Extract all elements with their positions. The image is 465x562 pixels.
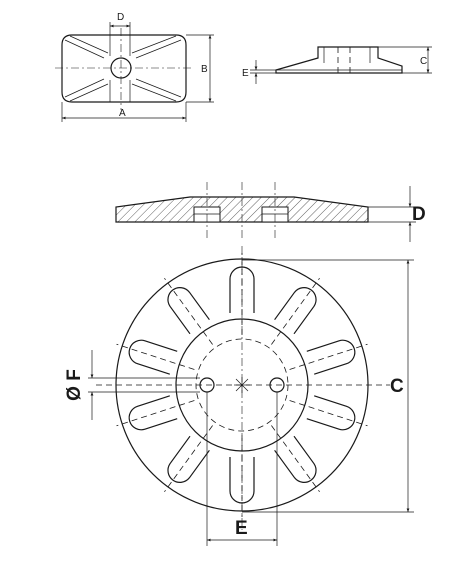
top-view-outline [61,34,187,103]
plan-view-rib [167,435,210,483]
plan-view-ribs [116,253,368,517]
plan-view-rib [128,395,178,431]
plan-view-rib-centerline [164,425,213,493]
plan-view-rib-centerline [271,277,320,345]
plan-view-rib-centerline [116,400,195,427]
plan-view-rib [274,435,317,483]
plan-view-rib [306,395,356,431]
plan-view-rib [128,339,178,375]
top-view-label-d: D [117,12,124,23]
section-view-label-d: D [412,204,426,225]
plan-view-rib [167,287,210,335]
top-view: D B A [55,12,214,122]
plan-view-label-f: Ø F [64,369,85,401]
side-view-small-outline [275,46,403,74]
plan-view-rib-centerline [289,343,368,370]
top-view-label-b: B [201,64,208,75]
plan-view-rib [306,339,356,375]
plan-view: C E Ø F [64,246,414,546]
plan-view-label-e: E [235,518,248,539]
side-view-small-label-c: C [420,56,427,67]
plan-view-rib-centerline [289,400,368,427]
section-view: D [115,182,426,242]
top-view-label-a: A [119,108,126,119]
plan-view-rib-centerline [116,343,195,370]
side-view-small-label-e: E [242,68,249,79]
plan-view-label-c: C [390,376,404,397]
plan-view-rib-centerline [271,425,320,493]
side-view-small: E C [242,46,432,84]
top-view-spokes [64,35,182,102]
plan-view-rib [274,287,317,335]
plan-view-rib-centerline [164,277,213,345]
